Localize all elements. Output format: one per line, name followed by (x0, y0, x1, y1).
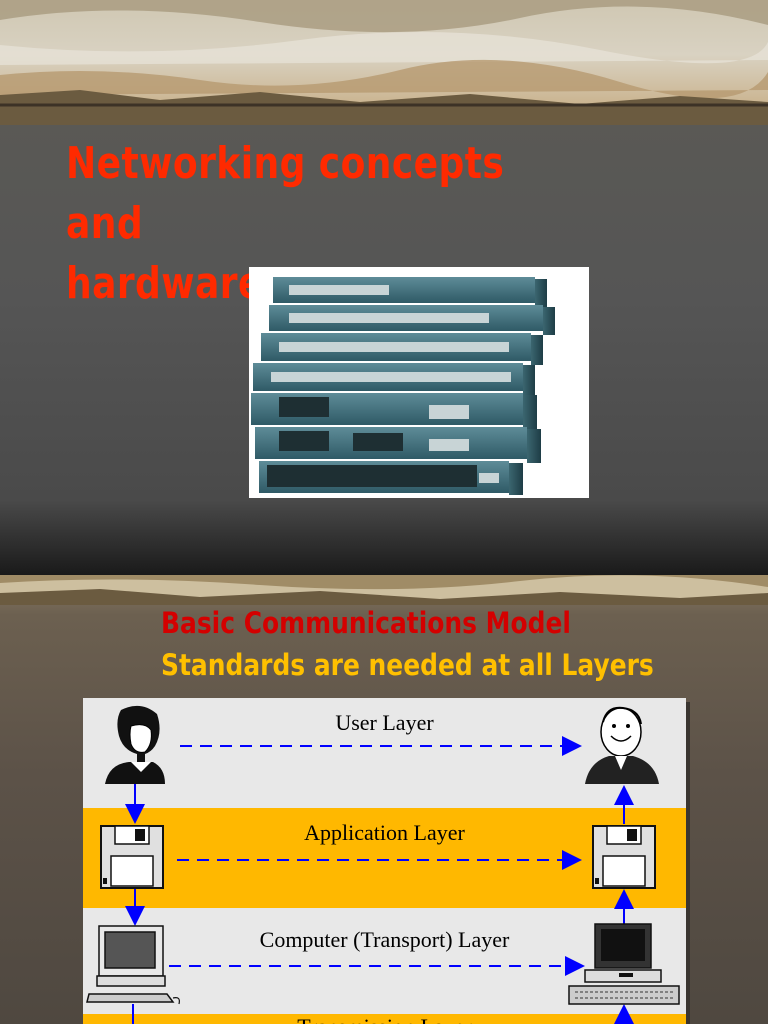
desktop-computer-icon (87, 926, 179, 1004)
man-icon (585, 708, 659, 784)
slide-title-line-2: hardware (66, 258, 263, 309)
switch-unit-1 (273, 277, 547, 307)
diagram-heading: Basic Communications Model (161, 604, 571, 642)
communications-model-diagram: User Layer Application Layer Computer (T… (83, 698, 686, 1024)
switch-stack-icon (249, 267, 589, 498)
switch-unit-5 (251, 393, 537, 429)
desert-sky-banner (0, 575, 768, 605)
desktop-computer-icon (569, 924, 679, 1004)
floppy-disk-icon (101, 826, 163, 888)
diagram-graphics (83, 698, 686, 1024)
slide-title-line-1: Networking concepts and (66, 138, 504, 249)
slide-networking-concepts: Networking concepts and hardware (0, 0, 768, 575)
switch-unit-6 (255, 427, 541, 463)
woman-icon (105, 706, 165, 784)
network-switch-stack-image (249, 267, 589, 498)
switch-unit-4 (253, 363, 535, 395)
desert-sky-banner (0, 0, 768, 125)
switch-unit-7 (259, 461, 523, 495)
diagram-subheading: Standards are needed at all Layers (161, 646, 654, 684)
switch-unit-2 (269, 305, 555, 335)
switch-unit-3 (261, 333, 543, 365)
floppy-disk-icon (593, 826, 655, 888)
